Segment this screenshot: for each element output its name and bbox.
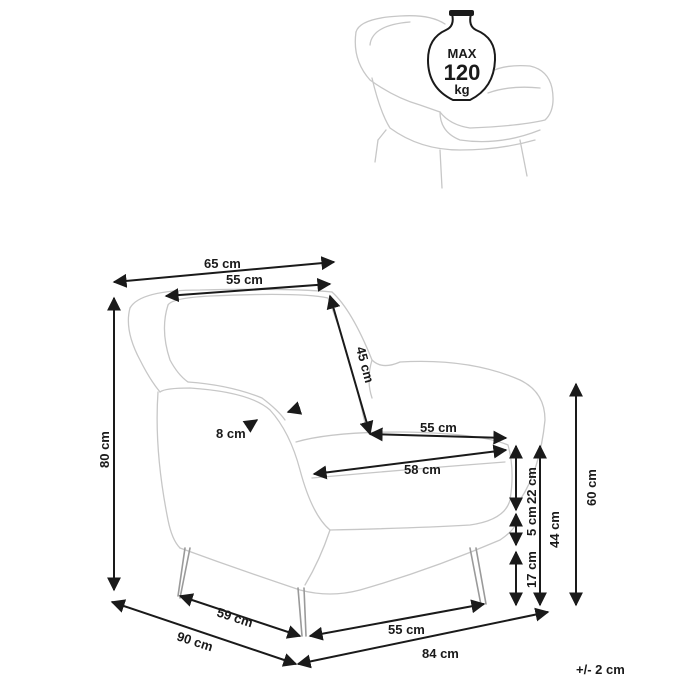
dim-line-arm-a	[242, 419, 259, 433]
dimension-lines	[107, 256, 583, 669]
label-total-depth: 90 cm	[175, 629, 215, 655]
label-arm-thickness: 8 cm	[216, 426, 246, 441]
label-leg-height: 17 cm	[524, 551, 539, 588]
label-seat-width: 58 cm	[404, 462, 441, 477]
label-seat-base: 5 cm	[524, 506, 539, 536]
label-base-width: 55 cm	[388, 622, 425, 637]
dim-line-backrest-width	[164, 277, 332, 303]
label-total-width: 84 cm	[422, 646, 459, 661]
label-arm-height: 60 cm	[584, 469, 599, 506]
badge-unit: kg	[454, 82, 469, 97]
dim-line-seat-width	[312, 444, 508, 480]
dimension-labels: 65 cm 55 cm 45 cm 55 cm 8 cm 58 cm 80 cm…	[97, 256, 625, 677]
label-seat-depth-top: 55 cm	[420, 420, 457, 435]
label-width-top: 65 cm	[204, 256, 241, 271]
label-total-height: 80 cm	[97, 431, 112, 468]
label-seat-cushion: 22 cm	[524, 467, 539, 504]
main-chair	[127, 288, 546, 637]
dim-line-width-top	[112, 256, 336, 288]
dim-line-total-width	[296, 607, 550, 669]
label-backrest-width: 55 cm	[226, 272, 263, 287]
label-backrest-height: 45 cm	[353, 345, 377, 385]
dim-line-backrest-height	[326, 294, 374, 436]
dim-line-seat-depth-top	[368, 427, 508, 445]
label-base-depth: 59 cm	[215, 605, 255, 631]
thumbnail-chair	[354, 15, 554, 189]
label-seat-height: 44 cm	[547, 511, 562, 548]
weight-capacity-icon: MAX 120 kg	[426, 10, 497, 101]
badge-weight: 120	[444, 60, 481, 85]
badge-max: MAX	[448, 46, 477, 61]
dim-line-total-depth	[110, 599, 298, 667]
tolerance-note: +/- 2 cm	[576, 662, 625, 677]
dim-line-arm-b	[286, 401, 303, 415]
